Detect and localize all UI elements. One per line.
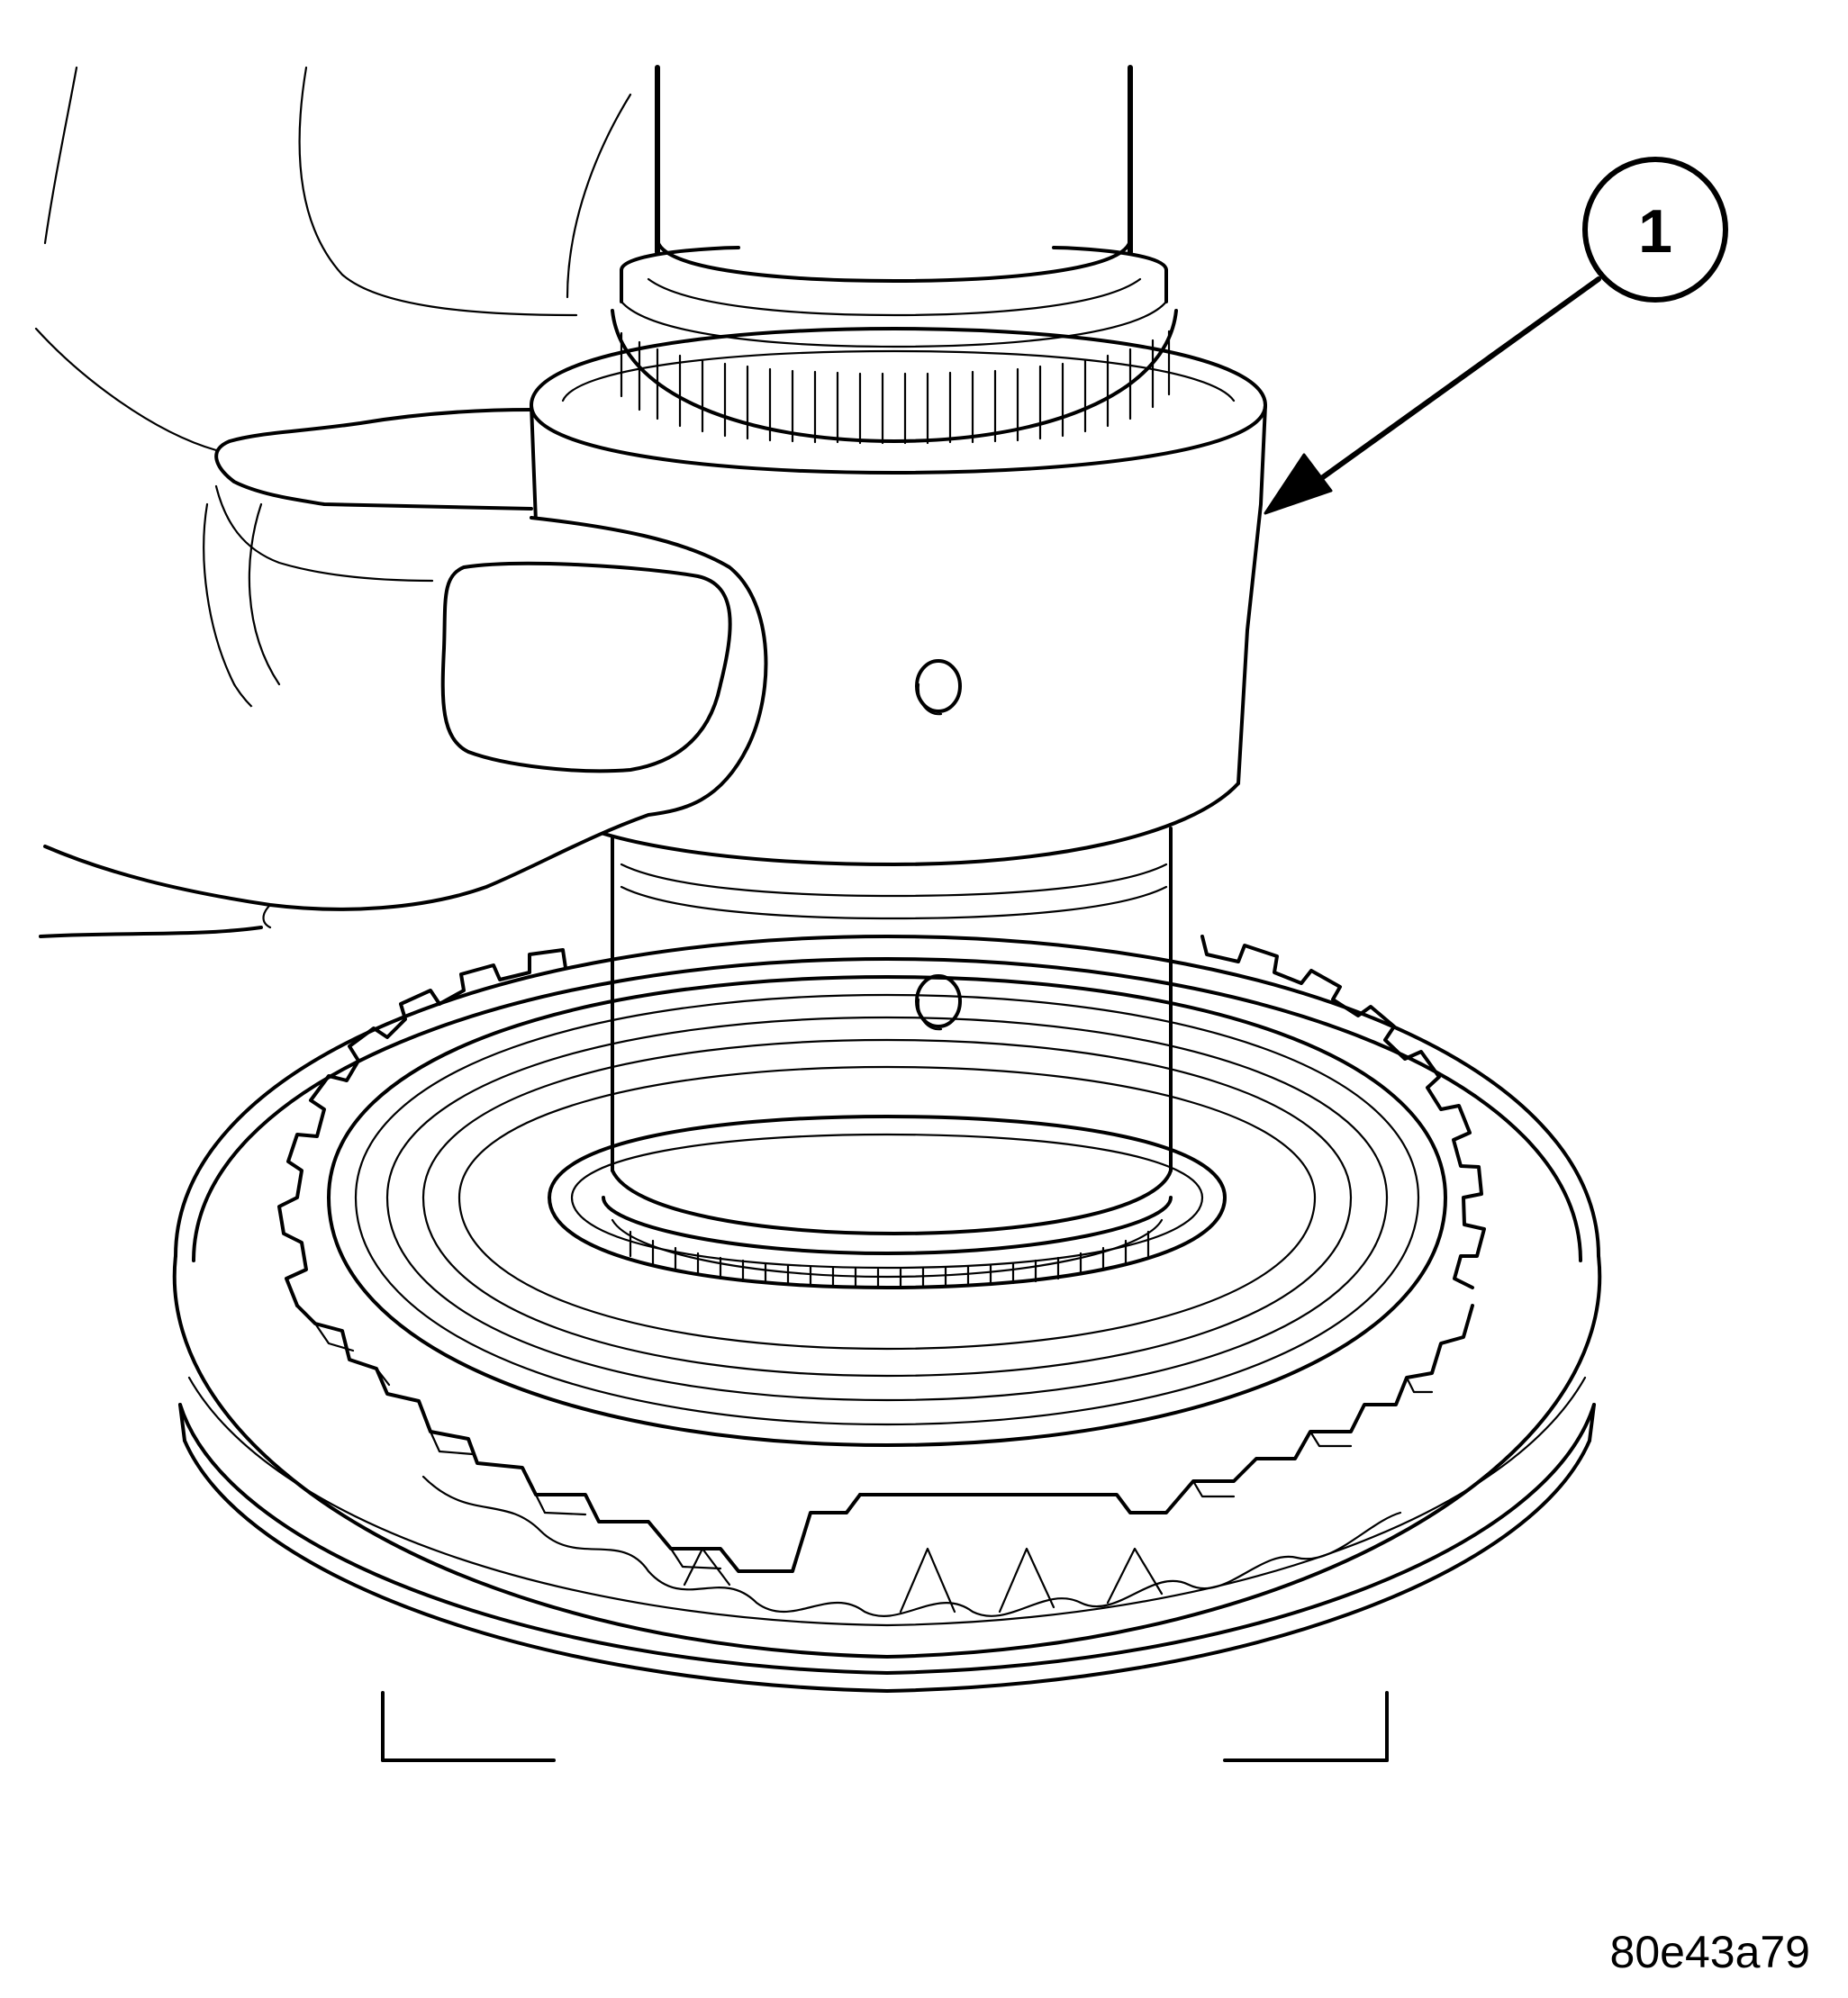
- figure-id-label: 80e43a79: [1610, 1927, 1810, 1977]
- callout-1: 1: [1264, 157, 1728, 515]
- shaft: [611, 65, 1178, 445]
- hand: [34, 66, 768, 938]
- callout-circle: [1582, 157, 1728, 303]
- upper-spline-teeth: [620, 330, 1171, 445]
- callout-arrowhead: [1264, 453, 1333, 515]
- sleeve-hole-lower: [915, 974, 962, 1028]
- hub-spline-teeth: [629, 1230, 1150, 1289]
- installer-tool: [530, 327, 1267, 1235]
- tool-hole-upper: [915, 659, 962, 713]
- callout-leader-line: [1308, 276, 1601, 489]
- callout-number: 1: [1638, 197, 1672, 266]
- gear-assembly: [172, 935, 1602, 1762]
